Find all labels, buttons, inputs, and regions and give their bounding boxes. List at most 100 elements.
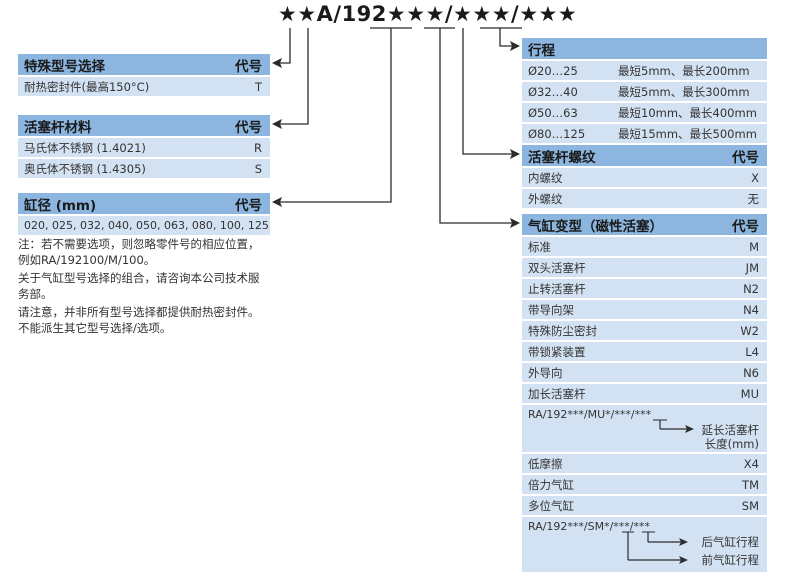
row-label: 加长活塞杆 — [528, 386, 586, 401]
connector-stroke — [480, 27, 522, 47]
row-label: 带导向架 — [528, 302, 574, 317]
mu-arrow-icon — [653, 419, 694, 433]
variants-header: 气缸变型（磁性活塞） 代号 — [522, 214, 767, 235]
rod-material-title: 活塞杆材料 — [24, 119, 92, 136]
row-range: 最短10mm、最长400mm — [618, 105, 757, 120]
row-code: T — [254, 79, 262, 94]
row-code: N4 — [743, 302, 759, 317]
sm-example-front-label: 前气缸行程 — [701, 553, 760, 567]
note-1: 注：若不需要选项，则忽略零件号的相应位置，例如RA/192100/M/100。 — [18, 237, 260, 267]
table-row: 耐热密封件(最高150°C) T — [18, 77, 270, 96]
row-label: 奥氏体不锈钢 (1.4305) — [24, 161, 146, 176]
stroke-header: 行程 — [522, 38, 767, 59]
rod-thread-header: 活塞杆螺纹 代号 — [522, 145, 767, 166]
arrow-icon — [510, 149, 520, 159]
rod-thread-title: 活塞杆螺纹 — [528, 149, 596, 166]
row-code: MU — [740, 386, 759, 401]
row-code: W2 — [740, 323, 759, 338]
table-row: Ø32…40 最短5mm、最长300mm — [522, 82, 767, 101]
table-row: 止转活塞杆 N2 — [522, 279, 767, 298]
table-row: 多位气缸 SM — [522, 496, 767, 515]
row-label: 耐热密封件(最高150°C) — [24, 79, 150, 94]
row-code: M — [749, 239, 759, 254]
note-2: 关于气缸型号选择的组合，请咨询本公司技术服务部。 — [18, 271, 260, 301]
row-label: 低摩擦 — [528, 456, 563, 471]
table-row: 倍力气缸 TM — [522, 475, 767, 494]
row-label: 多位气缸 — [528, 498, 574, 513]
rod-thread-code-header: 代号 — [732, 149, 759, 166]
arrow-icon — [272, 119, 282, 129]
row-bore: Ø32…40 — [528, 84, 578, 99]
bore-code-header: 代号 — [235, 197, 262, 214]
bore-values-row: 020, 025, 032, 040, 050, 063, 080, 100, … — [18, 216, 270, 235]
bore-values: 020, 025, 032, 040, 050, 063, 080, 100, … — [24, 219, 269, 232]
table-row: 双头活塞杆 JM — [522, 258, 767, 277]
table-row: 带锁紧装置 L4 — [522, 342, 767, 361]
row-code: N2 — [743, 281, 759, 296]
table-row: 外螺纹 无 — [522, 189, 767, 208]
rod-material-header: 活塞杆材料 代号 — [18, 115, 270, 136]
special-title: 特殊型号选择 — [24, 58, 105, 75]
row-range: 最短15mm、最长500mm — [618, 126, 757, 141]
table-row: 加长活塞杆 MU — [522, 384, 767, 403]
row-code: 无 — [747, 191, 760, 206]
bore-header: 缸径 (mm) 代号 — [18, 193, 270, 214]
row-code: JM — [745, 260, 759, 275]
connector-bore — [280, 27, 412, 203]
row-label: 外螺纹 — [528, 191, 563, 206]
stroke-table: 行程 Ø20…25 最短5mm、最长200mm Ø32…40 最短5mm、最长3… — [522, 38, 767, 143]
rod-material-table: 活塞杆材料 代号 马氏体不锈钢 (1.4021) R 奥氏体不锈钢 (1.430… — [18, 115, 270, 178]
stroke-title: 行程 — [528, 42, 555, 59]
row-code: SM — [741, 498, 759, 513]
row-code: L4 — [745, 344, 759, 359]
variants-table: 气缸变型（磁性活塞） 代号 标准 M 双头活塞杆 JM 止转活塞杆 N2 带导向架 N4… — [522, 214, 767, 572]
table-row: 奥氏体不锈钢 (1.4305) S — [18, 159, 270, 178]
special-table: 特殊型号选择 代号 耐热密封件(最高150°C) T — [18, 54, 270, 96]
row-bore: Ø80…125 — [528, 126, 586, 141]
row-range: 最短5mm、最长300mm — [618, 84, 750, 99]
row-code: R — [254, 140, 262, 155]
notes: 注：若不需要选项，则忽略零件号的相应位置，例如RA/192100/M/100。 … — [18, 236, 270, 338]
special-header: 特殊型号选择 代号 — [18, 54, 270, 75]
arrow-icon — [510, 41, 520, 51]
row-code: TM — [742, 477, 759, 492]
table-row: 标准 M — [522, 237, 767, 256]
row-code: X4 — [743, 456, 759, 471]
row-code: X — [751, 170, 759, 185]
row-code: N6 — [743, 365, 759, 380]
table-row: Ø50…63 最短10mm、最长400mm — [522, 103, 767, 122]
sm-arrows-icon — [622, 531, 688, 564]
row-label: 特殊防尘密封 — [528, 323, 597, 338]
table-row: 内螺纹 X — [522, 168, 767, 187]
rod-thread-table: 活塞杆螺纹 代号 内螺纹 X 外螺纹 无 — [522, 145, 767, 208]
row-bore: Ø20…25 — [528, 63, 578, 78]
row-label: 双头活塞杆 — [528, 260, 586, 275]
row-label: 外导向 — [528, 365, 563, 380]
row-range: 最短5mm、最长200mm — [618, 63, 750, 78]
connector-special — [280, 28, 291, 64]
mu-example-row: RA/192***/MU*/***/*** 延长活塞杆 长度(mm) — [522, 405, 767, 452]
arrow-icon — [510, 218, 520, 228]
row-label: 标准 — [528, 239, 551, 254]
row-label: 内螺纹 — [528, 170, 563, 185]
mu-example-label-1: 延长活塞杆 — [701, 423, 760, 437]
row-label: 带锁紧装置 — [528, 344, 586, 359]
connector-rod-material — [280, 28, 309, 125]
row-label: 止转活塞杆 — [528, 281, 586, 296]
sm-example-row: RA/192***/SM*/***/*** 后气缸行程 前气缸行程 — [522, 517, 767, 572]
variants-code-header: 代号 — [732, 218, 759, 235]
special-code-header: 代号 — [235, 58, 262, 75]
connector-rod-thread — [462, 28, 512, 155]
bore-title: 缸径 (mm) — [24, 197, 97, 214]
variants-title: 气缸变型（磁性活塞） — [528, 218, 663, 235]
row-bore: Ø50…63 — [528, 105, 578, 120]
table-row: Ø80…125 最短15mm、最长500mm — [522, 124, 767, 143]
sm-example-code: RA/192***/SM*/***/*** — [528, 520, 651, 533]
table-row: 马氏体不锈钢 (1.4021) R — [18, 138, 270, 157]
connector-variants — [424, 27, 512, 224]
rod-material-code-header: 代号 — [235, 119, 262, 136]
table-row: 带导向架 N4 — [522, 300, 767, 319]
mu-example-code: RA/192***/MU*/***/*** — [528, 408, 652, 421]
row-label: 倍力气缸 — [528, 477, 574, 492]
